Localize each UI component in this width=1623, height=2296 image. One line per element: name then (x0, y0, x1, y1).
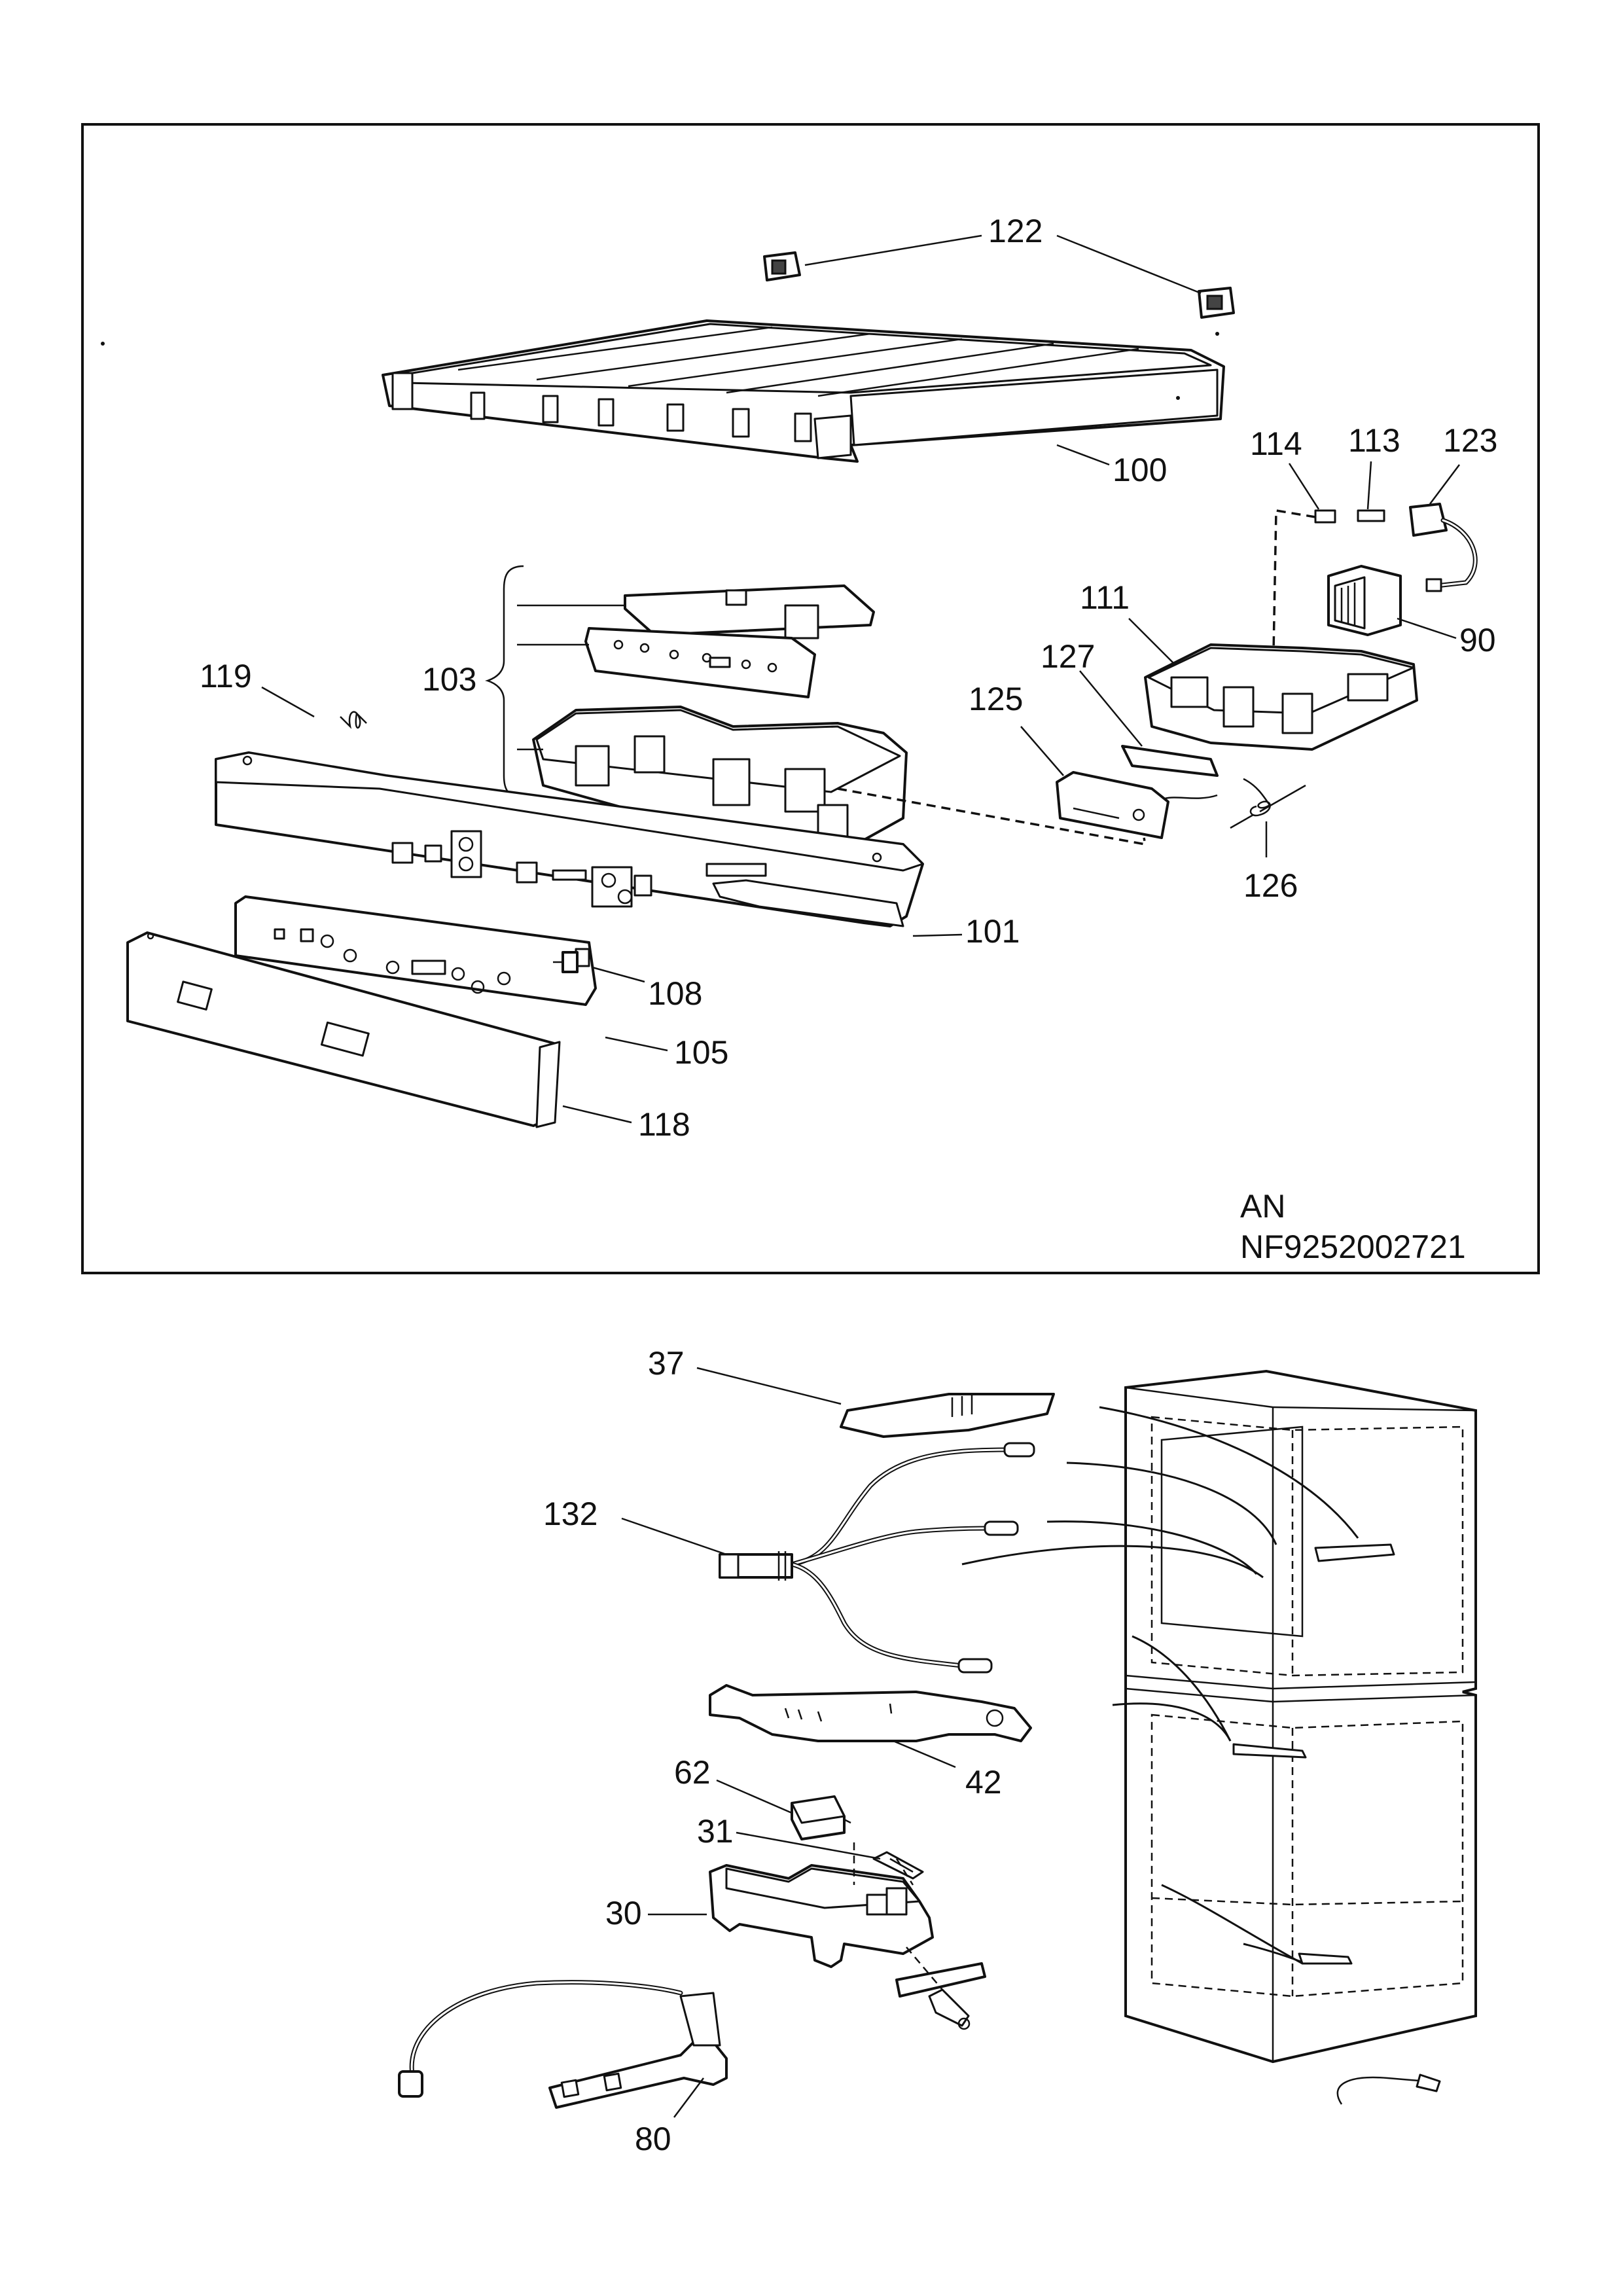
part-37-sensor-holder (840, 1393, 1055, 1438)
part-114-113-123-lamp (1272, 503, 1478, 688)
part-125-switch (1056, 771, 1218, 839)
callout-118: 118 (638, 1106, 690, 1143)
callout-100: 100 (1113, 452, 1167, 488)
part-122-clips (763, 251, 1235, 319)
callout-126: 126 (1243, 867, 1298, 904)
part-119-spring (340, 711, 367, 729)
callout-123: 123 (1443, 422, 1497, 459)
callout-108: 108 (648, 975, 702, 1012)
callout-132: 132 (543, 1496, 597, 1532)
callout-125: 125 (969, 681, 1023, 717)
plate-and-bolt (895, 1946, 986, 2030)
callout-62: 62 (674, 1754, 711, 1791)
callout-90: 90 (1459, 622, 1496, 658)
footer-code-an: AN (1240, 1188, 1285, 1225)
part-80-thermostat (398, 1980, 728, 2109)
callout-103: 103 (422, 661, 476, 698)
part-108-knob (553, 948, 590, 973)
part-132-sensor-harness (719, 1442, 1035, 1674)
callout-122: 122 (988, 213, 1043, 249)
part-127-cover (1121, 745, 1219, 777)
part-103-control-box (485, 565, 908, 859)
callout-37: 37 (648, 1345, 685, 1382)
callout-105: 105 (674, 1034, 728, 1071)
small-cable (1336, 2073, 1441, 2105)
callout-127: 127 (1041, 638, 1095, 675)
part-126-spring (1230, 778, 1306, 829)
callout-114: 114 (1250, 425, 1302, 462)
part-90-transformer (1327, 565, 1402, 636)
top-panel-frame (81, 123, 1540, 1274)
part-100-top-cover (101, 319, 1225, 463)
part-42-clip (709, 1684, 1032, 1742)
callout-113: 113 (1348, 422, 1400, 459)
callout-42: 42 (965, 1764, 1002, 1801)
part-101-panel-housing (215, 751, 924, 927)
callout-30: 30 (605, 1895, 642, 1931)
part-31-screw (872, 1851, 924, 1880)
footer-code-number: NF9252002721 (1240, 1229, 1466, 1265)
part-62-sensor-box (791, 1795, 851, 1840)
part-111-lamp-housing (1144, 643, 1418, 751)
callout-101: 101 (965, 913, 1020, 950)
callout-31: 31 (697, 1813, 734, 1850)
part-30-bracket (709, 1842, 934, 1968)
part-118-front-trim (126, 931, 561, 1128)
callout-80: 80 (635, 2121, 671, 2157)
cabinet-arrows (961, 1406, 1395, 1965)
callout-119: 119 (200, 658, 252, 694)
callout-111: 111 (1080, 579, 1130, 616)
